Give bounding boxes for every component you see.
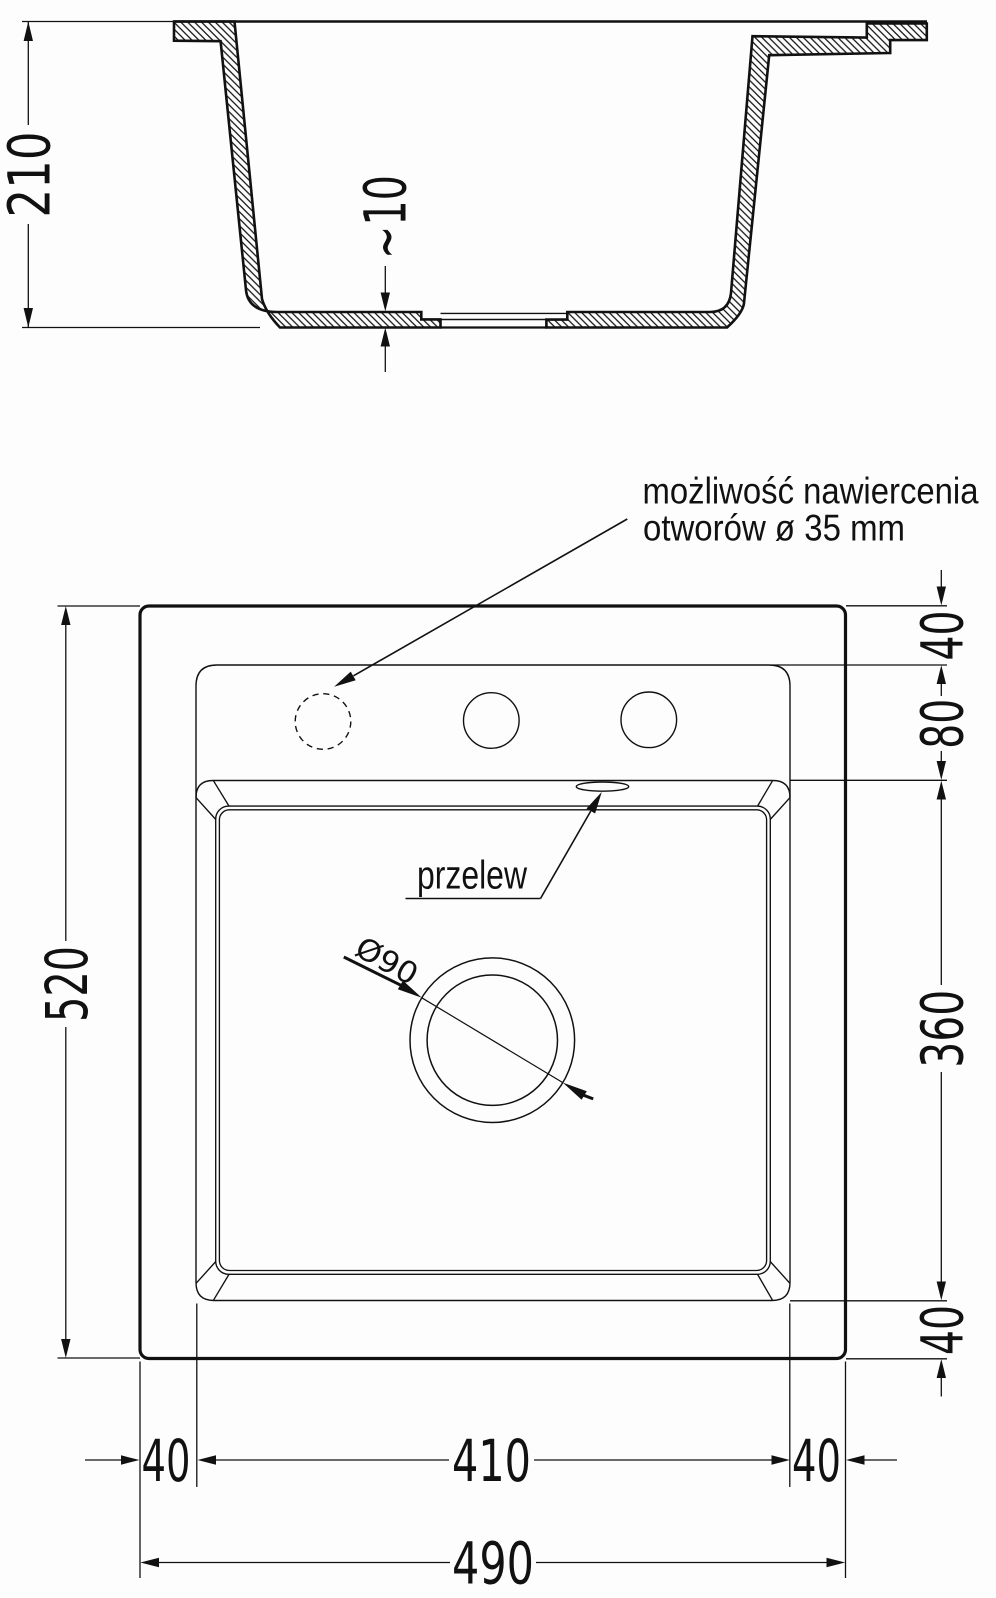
- drill-note-annotation: możliwość nawiercenia otworów ø 35 mm: [334, 471, 979, 687]
- overflow-label: przelew: [417, 854, 527, 898]
- dimension-bottom-rows: 40 410 40 490: [85, 1303, 897, 1597]
- sink-outer-outline: [138, 604, 848, 1361]
- dimension-210-label: 210: [0, 132, 63, 218]
- dim-490-arrow-right: [826, 1557, 846, 1568]
- chamfer-tick: [756, 1273, 774, 1301]
- dim-410-arrow-right: [771, 1455, 790, 1465]
- dimension-210-arrow-up: [23, 21, 33, 41]
- dim-360-arrow-down: [936, 1281, 946, 1301]
- basin-chamfer-ticks: [195, 780, 791, 1301]
- basin-floor-outline-outer: [215, 805, 771, 1275]
- dimension-210-arrow-down: [23, 308, 33, 328]
- top-view: Ø90 przelew możliwość nawiercenia otworó…: [34, 471, 979, 1598]
- dim-40left-outside-arrow: [121, 1455, 140, 1465]
- drain-leader-arrowhead-lower: [562, 1082, 587, 1100]
- cross-section-view: 210 ~10: [0, 20, 929, 372]
- dimension-10: ~10: [353, 175, 420, 372]
- dim-490-arrow-left: [140, 1557, 159, 1568]
- dim-80-arrow-down: [936, 761, 946, 780]
- chamfer-tick: [769, 1261, 791, 1284]
- dimension-10-lower-arrowhead: [380, 327, 390, 347]
- drain-leader-tail-upper: [343, 955, 403, 988]
- dimension-80-label: 80: [909, 699, 976, 749]
- drain-leader-arrowhead-upper: [397, 980, 422, 998]
- drain-leader-tail-lower: [582, 1093, 594, 1101]
- drain-inner-circle: [426, 974, 559, 1107]
- chamfer-tick: [769, 797, 791, 820]
- drain-outer-circle: [409, 957, 576, 1124]
- drill-note-leader-arrowhead: [334, 671, 356, 687]
- overflow-slot: [575, 781, 630, 792]
- dimension-520: 520: [34, 605, 140, 1359]
- dim-410-arrow-left: [197, 1455, 216, 1465]
- chamfer-tick: [212, 780, 230, 807]
- dimension-40-left-label: 40: [142, 1428, 191, 1495]
- dimension-210: 210: [0, 21, 63, 328]
- dimension-360-label: 360: [909, 990, 976, 1068]
- drill-note-line2: otworów ø 35 mm: [643, 508, 905, 549]
- dim-80-arrow-up: [936, 665, 946, 684]
- basin-floor-outline-inner: [218, 809, 768, 1272]
- section-right-wall-hatched: [545, 22, 929, 329]
- overflow-leader-arrowhead: [586, 791, 602, 814]
- dim-360-arrow-up: [936, 780, 946, 800]
- dimension-520-label: 520: [34, 946, 101, 1022]
- drill-note-line1: możliwość nawiercenia: [643, 471, 979, 512]
- sink-inner-outline: [195, 664, 791, 1302]
- chamfer-tick: [195, 1261, 217, 1284]
- chamfer-tick: [212, 1273, 230, 1301]
- dimension-40-bottom-label: 40: [909, 1305, 976, 1355]
- dimension-10-upper-arrowhead: [380, 292, 390, 312]
- basin-top-edge: [195, 779, 791, 798]
- dimension-520-arrow-up: [61, 606, 71, 625]
- chamfer-tick: [756, 780, 774, 807]
- faucet-hole-middle: [462, 692, 520, 750]
- dimension-40-right-label: 40: [792, 1428, 841, 1495]
- dimension-10-label: ~10: [353, 175, 420, 259]
- overflow-leader-line: [539, 810, 592, 899]
- dim-40right-outside-arrow: [846, 1455, 865, 1465]
- faucet-hole-optional-dashed: [294, 693, 352, 751]
- dimension-40-top-label: 40: [909, 611, 976, 661]
- chamfer-tick: [195, 797, 217, 820]
- dimension-520-arrow-down: [61, 1339, 71, 1358]
- dim-40bottom-outside-arrow: [936, 1359, 946, 1378]
- dimension-490-label: 490: [452, 1530, 534, 1597]
- dim-40top-outside-arrow: [936, 586, 946, 606]
- overflow-annotation: przelew: [405, 791, 602, 900]
- dimension-410-label: 410: [452, 1428, 531, 1495]
- dimension-right-chain: 40 80 360 40: [772, 570, 976, 1397]
- faucet-hole-right: [620, 691, 678, 749]
- drain-diameter-line: [421, 997, 564, 1084]
- drill-note-leader-line: [353, 518, 628, 677]
